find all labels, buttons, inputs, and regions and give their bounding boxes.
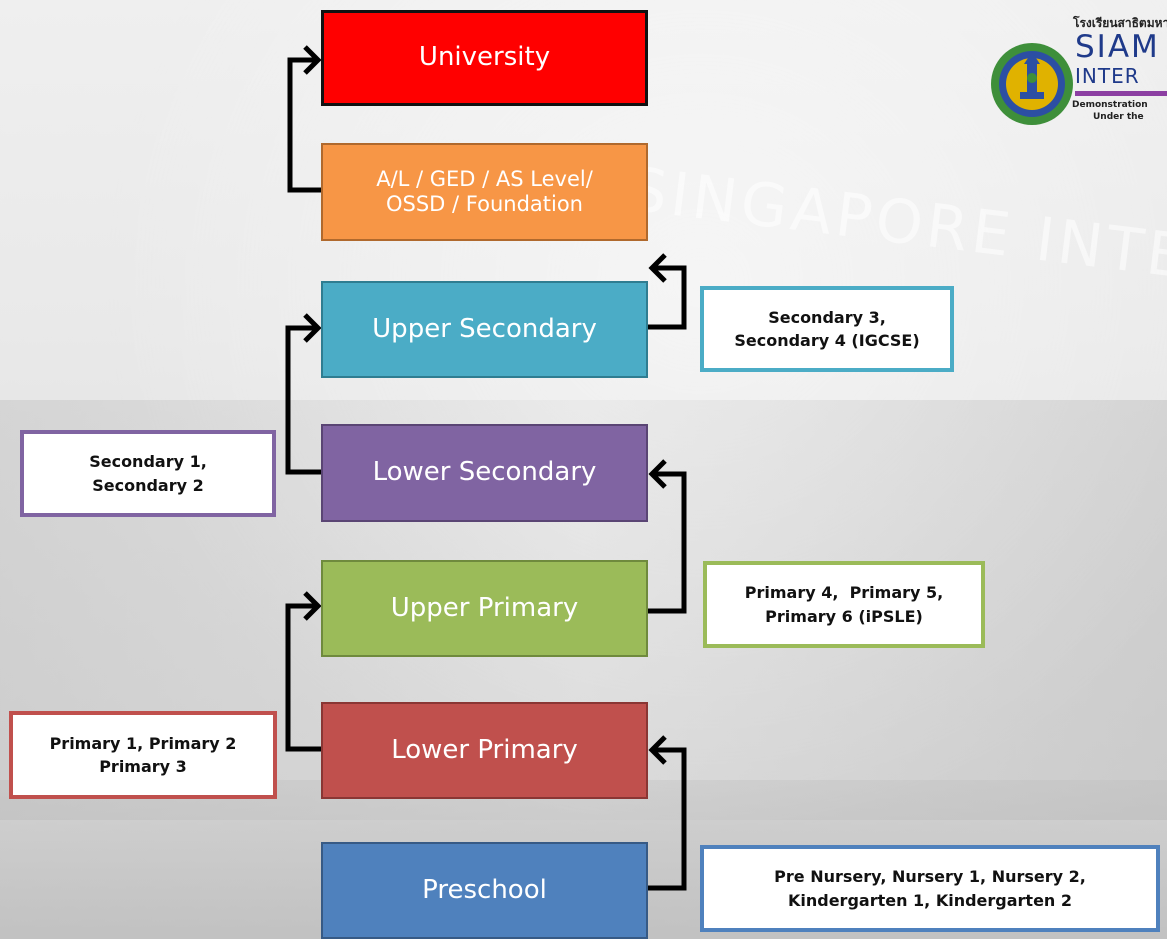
logo-name-line-2: INTER: [1075, 64, 1140, 88]
level-upper-secondary-label: Upper Secondary: [372, 313, 597, 344]
arrow-pre-university-to-university: [287, 57, 321, 193]
note-upper-primary: Primary 4, Primary 5, Primary 6 (iPSLE): [703, 561, 985, 648]
school-seal-logo: [991, 43, 1073, 125]
note-preschool-line-2: Kindergarten 1, Kindergarten 2: [787, 890, 1073, 910]
level-university: University: [321, 10, 648, 106]
note-upper-primary-line-1: Primary 4, Primary 5,: [744, 583, 944, 603]
level-lower-secondary: Lower Secondary: [321, 424, 648, 522]
logo-name-line-1: SIAM: [1075, 29, 1160, 65]
note-upper-secondary-line-1: Secondary 3,: [768, 307, 886, 327]
note-lower-secondary-line-1: Secondary 1,: [89, 452, 207, 472]
arrowhead-pre-university: [648, 253, 667, 283]
arrow-upper-primary-to-lower-secondary: [648, 471, 687, 614]
logo-thai-text: โรงเรียนสาธิตมหา: [1073, 16, 1167, 30]
arrowhead-upper-primary: [303, 591, 322, 621]
level-preschool: Preschool: [321, 842, 648, 939]
note-preschool: Pre Nursery, Nursery 1, Nursery 2, Kinde…: [700, 845, 1160, 932]
note-preschool-line-1: Pre Nursery, Nursery 1, Nursery 2,: [774, 867, 1086, 887]
arrowhead-upper-secondary: [303, 313, 322, 343]
level-upper-primary: Upper Primary: [321, 560, 648, 657]
level-upper-primary-label: Upper Primary: [390, 592, 579, 623]
logo-under-text: Under the: [1093, 112, 1144, 122]
note-upper-secondary-line-2: Secondary 4 (IGCSE): [734, 331, 920, 350]
note-lower-primary-line-2: Primary 3: [99, 757, 187, 776]
arrow-preschool-to-lower-primary: [648, 747, 687, 891]
level-lower-secondary-label: Lower Secondary: [372, 457, 597, 488]
logo-demonstration-text: Demonstration: [1072, 100, 1148, 110]
level-pre-university-line-1: A/L / GED / AS Level/: [376, 166, 593, 191]
arrow-upper-secondary-to-pre-university: [648, 265, 687, 330]
level-pre-university: A/L / GED / AS Level/ OSSD / Foundation: [321, 143, 648, 241]
arrow-lower-secondary-to-upper-secondary: [285, 325, 321, 475]
note-upper-primary-line-2: Primary 6 (iPSLE): [765, 606, 923, 626]
arrow-lower-primary-to-upper-primary: [285, 603, 321, 752]
level-lower-primary: Lower Primary: [321, 702, 648, 799]
level-lower-primary-label: Lower Primary: [391, 734, 578, 765]
note-lower-primary: Primary 1, Primary 2 Primary 3: [9, 711, 277, 799]
arrowhead-lower-secondary: [648, 459, 667, 489]
arrowhead-university: [303, 45, 322, 75]
note-lower-secondary-line-2: Secondary 2: [92, 475, 204, 495]
logo-accent-bar: [1075, 91, 1167, 96]
level-university-label: University: [418, 42, 551, 73]
note-upper-secondary: Secondary 3, Secondary 4 (IGCSE): [700, 286, 954, 372]
level-preschool-label: Preschool: [422, 874, 547, 905]
level-upper-secondary: Upper Secondary: [321, 281, 648, 378]
level-pre-university-line-2: OSSD / Foundation: [385, 192, 583, 216]
note-lower-secondary: Secondary 1, Secondary 2: [20, 430, 276, 517]
arrowhead-lower-primary: [648, 735, 667, 765]
note-lower-primary-line-1: Primary 1, Primary 2: [49, 733, 237, 753]
